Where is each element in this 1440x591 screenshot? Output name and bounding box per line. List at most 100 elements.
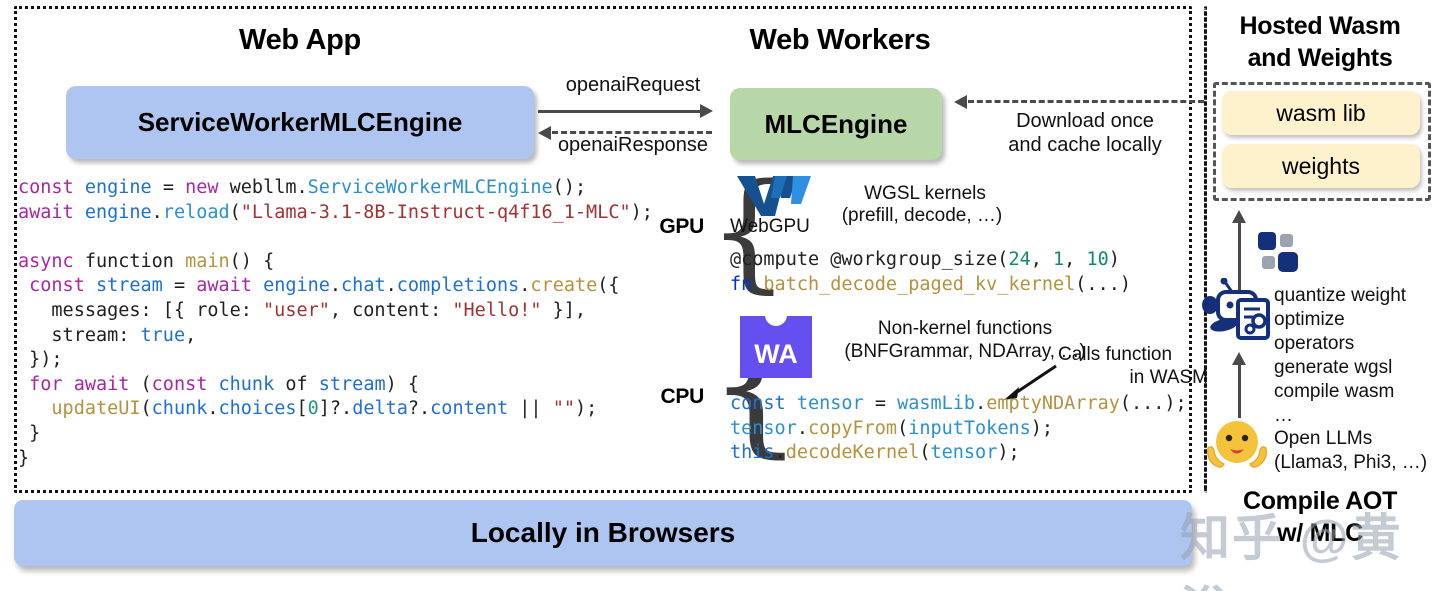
label-download-line2: and cache locally — [1008, 134, 1162, 156]
label-wgsl-line2: (prefill, decode, …) — [841, 205, 1003, 226]
code-token: copyFrom — [807, 417, 898, 439]
code-line: this.decodeKernel(tensor); — [730, 441, 1187, 466]
pipeline-item: optimize — [1274, 309, 1345, 330]
code-token: ServiceWorkerMLCEngine — [307, 177, 553, 198]
label-open-llms-line1: Open LLMs — [1274, 428, 1373, 449]
code-token: updateUI — [51, 398, 141, 420]
code-token: engine — [73, 177, 163, 198]
code-token: . — [519, 275, 531, 297]
arrow-request-line — [538, 110, 706, 113]
title-web-app: Web App — [239, 24, 361, 56]
code-token: const — [151, 373, 208, 395]
label-gpu: GPU — [659, 215, 704, 238]
code-token: } — [18, 422, 41, 444]
code-token — [18, 275, 29, 296]
code-token: emptyNDArray — [986, 393, 1120, 414]
code-line: updateUI(chunk.choices[0]?.delta?.conten… — [18, 397, 653, 422]
code-line: const tensor = wasmLib.emptyNDArray(...)… — [730, 392, 1187, 417]
code-token: main — [185, 250, 230, 272]
code-token: content — [430, 398, 509, 420]
code-token: stream — [84, 275, 174, 297]
arrow-request-head — [700, 104, 713, 118]
code-token: . — [796, 417, 808, 439]
code-token: || — [508, 398, 553, 420]
box-service-worker-mlc-engine[interactable]: ServiceWorkerMLCEngine — [66, 86, 534, 159]
label-calls-line2: in WASM — [1129, 367, 1208, 388]
pipeline-item: quantize weight — [1274, 285, 1407, 306]
pipeline-item: generate wgsl — [1274, 357, 1393, 378]
code-token: engine — [73, 201, 152, 223]
code-token: new — [185, 177, 230, 198]
code-token: this — [730, 442, 775, 463]
code-line: await engine.reload("Llama-3.1-8B-Instru… — [18, 201, 653, 226]
code-token: (...) — [1075, 273, 1131, 295]
code-token: [ — [296, 398, 308, 420]
code-token: . — [975, 393, 987, 414]
code-token: , content: — [329, 299, 453, 321]
code-token: chunk — [207, 373, 286, 395]
code-token: 24 — [1008, 249, 1031, 270]
code-token: ); — [630, 201, 653, 223]
code-token: await — [18, 201, 74, 223]
code-line: messages: [{ role: "user", content: "Hel… — [18, 299, 653, 324]
code-token: delta — [352, 398, 408, 420]
code-token: messages: [{ role: — [18, 299, 264, 321]
code-token: for await — [29, 373, 141, 395]
pipeline-list: quantize weight optimize operators gener… — [1274, 284, 1406, 428]
pipeline-item: … — [1274, 405, 1293, 426]
label-webgpu: WebGPU — [730, 216, 810, 237]
code-line — [18, 225, 653, 250]
label-compile-aot-line1: Compile AOT — [1242, 487, 1398, 515]
code-line: const engine = new webllm.ServiceWorkerM… — [18, 176, 653, 201]
code-token: }], — [541, 299, 587, 321]
browser-boundary-frame — [14, 6, 1192, 493]
arrow-download-line — [968, 100, 1204, 103]
arrow-up-to-hosted-head — [1232, 210, 1246, 223]
code-token: choices — [218, 398, 297, 420]
code-line: tensor.copyFrom(inputTokens); — [730, 417, 1187, 442]
code-token: "Hello!" — [452, 299, 542, 321]
box-weights[interactable]: weights — [1222, 144, 1420, 188]
code-token: ( — [140, 398, 152, 420]
code-token: ( — [897, 417, 909, 439]
code-token: . — [296, 177, 308, 198]
code-token: = — [162, 177, 186, 198]
code-token: () { — [229, 250, 275, 272]
code-token: const — [29, 275, 85, 297]
code-token: chunk — [151, 398, 208, 420]
code-line: } — [18, 422, 653, 447]
code-token: . — [774, 442, 786, 463]
pipeline-item: operators — [1274, 333, 1355, 354]
code-token: , — [1030, 249, 1054, 270]
box-wasm-lib[interactable]: wasm lib — [1222, 91, 1420, 135]
code-token: await — [196, 275, 252, 297]
title-hosted-line2: and Weights — [1247, 44, 1393, 72]
code-line: }); — [18, 348, 653, 373]
code-token: ?. — [407, 398, 431, 420]
arrow-download-head — [954, 95, 967, 109]
code-token: ); — [1030, 417, 1054, 439]
code-token: 1 — [1053, 249, 1065, 270]
wa-notch — [765, 315, 787, 326]
hugging-face-icon — [1206, 418, 1268, 472]
code-token — [18, 398, 51, 419]
code-token: true — [140, 324, 186, 346]
box-mlc-engine[interactable]: MLCEngine — [730, 88, 942, 160]
label-wgsl-line1: WGSL kernels — [864, 183, 986, 204]
calls-function-arrow — [1000, 362, 1060, 402]
code-token: const — [730, 393, 786, 414]
mlc-blocks-icon — [1258, 232, 1300, 274]
code-token: ) { — [385, 373, 420, 395]
code-token: = — [874, 393, 898, 414]
code-token: = — [173, 275, 197, 297]
code-token: ( — [140, 373, 152, 395]
code-token: } — [18, 447, 30, 469]
code-token: ( — [229, 201, 241, 223]
hosted-assets-dashed-box — [1213, 82, 1431, 201]
code-token: . — [151, 201, 163, 223]
code-line: } — [18, 447, 653, 472]
code-token: async — [18, 250, 74, 272]
label-openai-request: openaiRequest — [565, 74, 701, 96]
code-line: fn batch_decode_paged_kv_kernel(...) — [730, 273, 1131, 298]
